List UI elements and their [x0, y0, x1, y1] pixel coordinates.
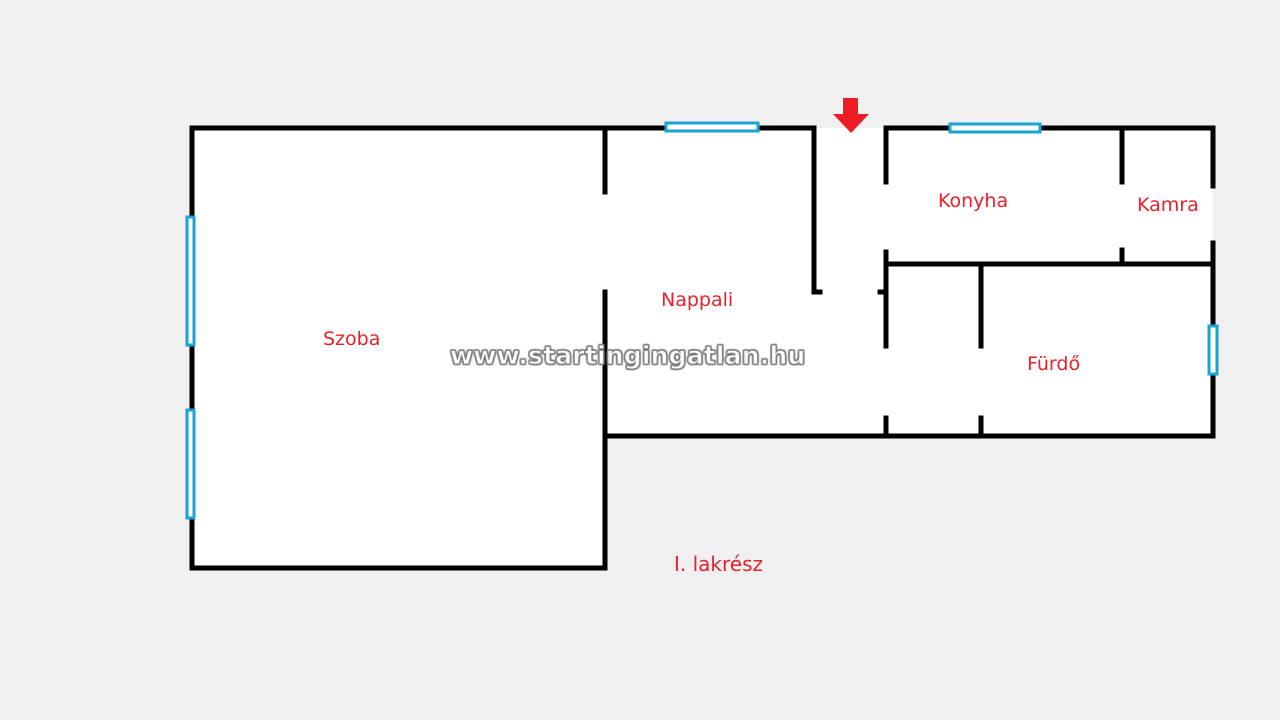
window-szoba-left-lower	[185, 408, 196, 520]
windows	[185, 121, 1219, 520]
room-label-konyha: Konyha	[938, 190, 1009, 212]
room-label-nappali: Nappali	[661, 289, 734, 311]
floor-area	[192, 128, 1213, 568]
room-label-szoba: Szoba	[323, 328, 381, 350]
room-label-furdo: Fürdő	[1027, 353, 1081, 375]
window-konyha-top	[948, 122, 1042, 134]
walls	[189, 125, 1216, 571]
window-nappali-top	[664, 121, 760, 133]
window-furdo-right	[1207, 324, 1219, 376]
section-label: I. lakrész	[674, 552, 764, 576]
room-label-kamra: Kamra	[1137, 194, 1199, 216]
window-szoba-left-upper	[185, 215, 196, 347]
watermark: www.startingingatlan.hu	[449, 341, 806, 371]
down-arrow-icon	[833, 98, 869, 133]
